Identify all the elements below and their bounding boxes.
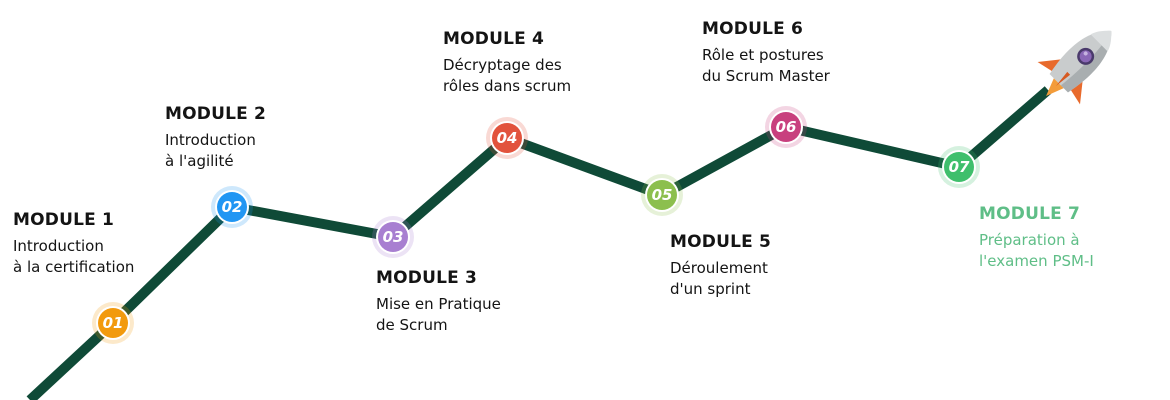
module-3-node-dot bbox=[378, 222, 408, 252]
module-5-node-dot bbox=[647, 180, 677, 210]
module-1-number: 01 bbox=[103, 314, 124, 332]
module-6-node-dot bbox=[771, 112, 801, 142]
module-4-line-2: rôles dans scrum bbox=[443, 77, 572, 95]
module-6-node: 06 bbox=[765, 106, 807, 148]
module-2-number: 02 bbox=[222, 198, 243, 216]
module-7-title: MODULE 7 bbox=[979, 204, 1081, 224]
module-3-line-1: Mise en Pratique bbox=[376, 295, 501, 313]
module-3-node: 03 bbox=[372, 216, 414, 258]
module-7-node-dot bbox=[944, 152, 974, 182]
module-2-line-2: à l'agilité bbox=[165, 152, 234, 170]
module-2-node-dot bbox=[217, 192, 247, 222]
module-6-number: 06 bbox=[776, 118, 797, 136]
module-5-node: 05 bbox=[641, 174, 683, 216]
rocket-icon bbox=[1037, 30, 1112, 105]
module-1-line-1: Introduction bbox=[13, 237, 104, 255]
module-7-node: 07 bbox=[938, 146, 980, 188]
module-5-line-1: Déroulement bbox=[670, 259, 768, 277]
module-4-line-1: Décryptage des bbox=[443, 56, 562, 74]
module-2-title: MODULE 2 bbox=[165, 104, 267, 124]
module-4-node-dot bbox=[492, 123, 522, 153]
module-3-block: MODULE 3 Mise en Pratique de Scrum bbox=[376, 268, 501, 336]
module-7-block: MODULE 7 Préparation à l'examen PSM-I bbox=[979, 204, 1094, 272]
module-5-line-2: d'un sprint bbox=[670, 280, 751, 298]
module-1-line-2: à la certification bbox=[13, 258, 135, 276]
module-1-node: 01 bbox=[92, 302, 134, 344]
module-6-line-2: du Scrum Master bbox=[702, 67, 830, 85]
module-6-block: MODULE 6 Rôle et postures du Scrum Maste… bbox=[702, 19, 830, 87]
module-5-number: 05 bbox=[652, 186, 673, 204]
module-1-block: MODULE 1 Introduction à la certification bbox=[13, 210, 134, 278]
module-4-number: 04 bbox=[497, 129, 518, 147]
module-7-number: 07 bbox=[949, 158, 970, 176]
module-4-title: MODULE 4 bbox=[443, 29, 545, 49]
module-3-line-2: de Scrum bbox=[376, 316, 448, 334]
module-6-title: MODULE 6 bbox=[702, 19, 804, 39]
module-nodes: 01 02 03 04 05 06 07 bbox=[92, 106, 980, 344]
module-6-line-1: Rôle et postures bbox=[702, 46, 824, 64]
module-1-node-dot bbox=[98, 308, 128, 338]
module-5-block: MODULE 5 Déroulement d'un sprint bbox=[670, 232, 771, 300]
module-3-number: 03 bbox=[383, 228, 404, 246]
module-2-line-1: Introduction bbox=[165, 131, 256, 149]
module-3-title: MODULE 3 bbox=[376, 268, 478, 288]
module-7-line-1: Préparation à bbox=[979, 231, 1080, 249]
module-2-block: MODULE 2 Introduction à l'agilité bbox=[165, 104, 266, 172]
module-4-block: MODULE 4 Décryptage des rôles dans scrum bbox=[443, 29, 571, 97]
module-4-node: 04 bbox=[486, 117, 528, 159]
module-7-line-2: l'examen PSM-I bbox=[979, 252, 1094, 270]
module-2-node: 02 bbox=[211, 186, 253, 228]
module-1-title: MODULE 1 bbox=[13, 210, 115, 230]
module-5-title: MODULE 5 bbox=[670, 232, 772, 252]
